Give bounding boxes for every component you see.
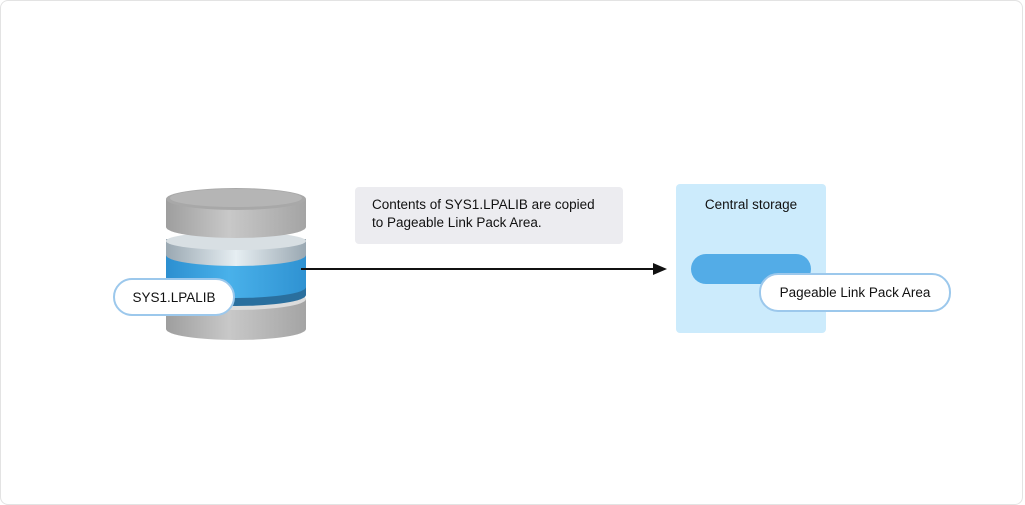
- copy-arrow: [301, 263, 667, 275]
- dataset-label: SYS1.LPALIB: [113, 278, 235, 316]
- transfer-description-line-2: to Pageable Link Pack Area.: [372, 215, 542, 230]
- dataset-label-text: SYS1.LPALIB: [132, 289, 216, 305]
- database-icon: [161, 181, 311, 351]
- pageable-link-pack-area-label: Pageable Link Pack Area: [759, 273, 951, 312]
- transfer-description: Contents of SYS1.LPALIB are copied to Pa…: [355, 187, 623, 244]
- transfer-description-line-1: Contents of SYS1.LPALIB are copied: [372, 197, 595, 212]
- central-storage-title: Central storage: [704, 197, 798, 212]
- pageable-link-pack-area-label-text: Pageable Link Pack Area: [779, 285, 931, 300]
